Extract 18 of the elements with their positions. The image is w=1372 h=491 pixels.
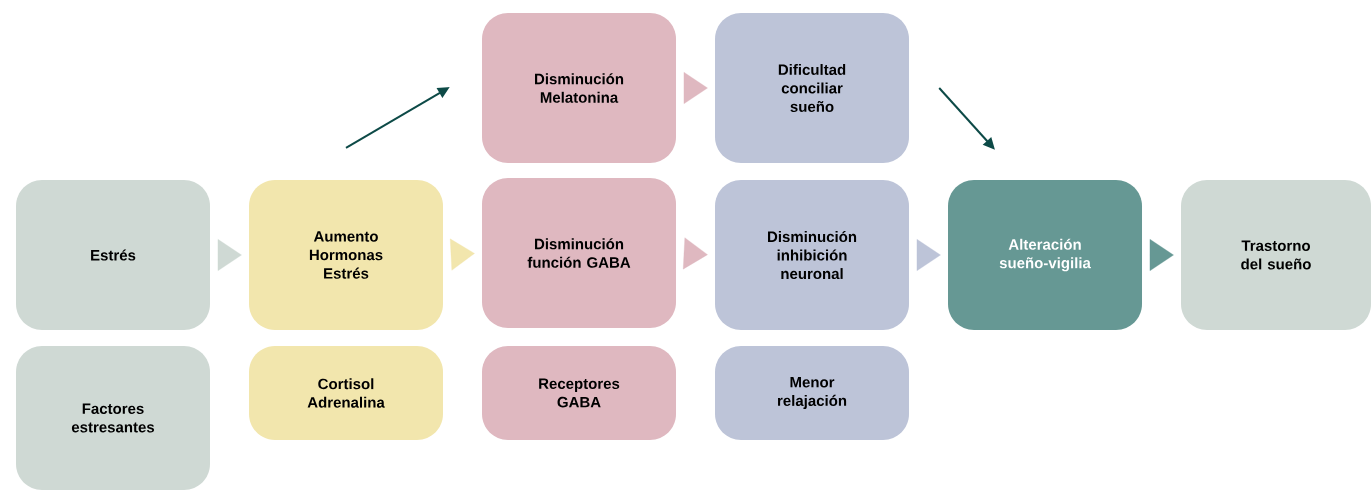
process-box: Disminución inhibición neuronal: [715, 180, 909, 330]
process-box: Alteración sueño-vigilia: [948, 180, 1142, 330]
process-box: Disminución función GABA: [482, 178, 676, 328]
process-box: Aumento Hormonas Estrés: [249, 180, 443, 330]
arrow: [1149, 239, 1174, 271]
arrow: [450, 238, 475, 271]
process-box: Disminución Melatonina: [482, 13, 676, 163]
process-box: Receptores GABA: [482, 346, 676, 440]
process-box: Trastorno del sueño: [1181, 180, 1371, 330]
process-box: Dificultad conciliar sueño: [715, 13, 909, 163]
arrow: [683, 72, 708, 104]
process-box: Estrés: [16, 180, 210, 330]
arrow: [683, 237, 708, 270]
process-box: Cortisol Adrenalina: [249, 346, 443, 440]
arrow: [916, 239, 941, 271]
arrow: [217, 239, 242, 271]
process-box: Menor relajación: [715, 346, 909, 440]
process-box: Factores estresantes: [16, 346, 210, 490]
